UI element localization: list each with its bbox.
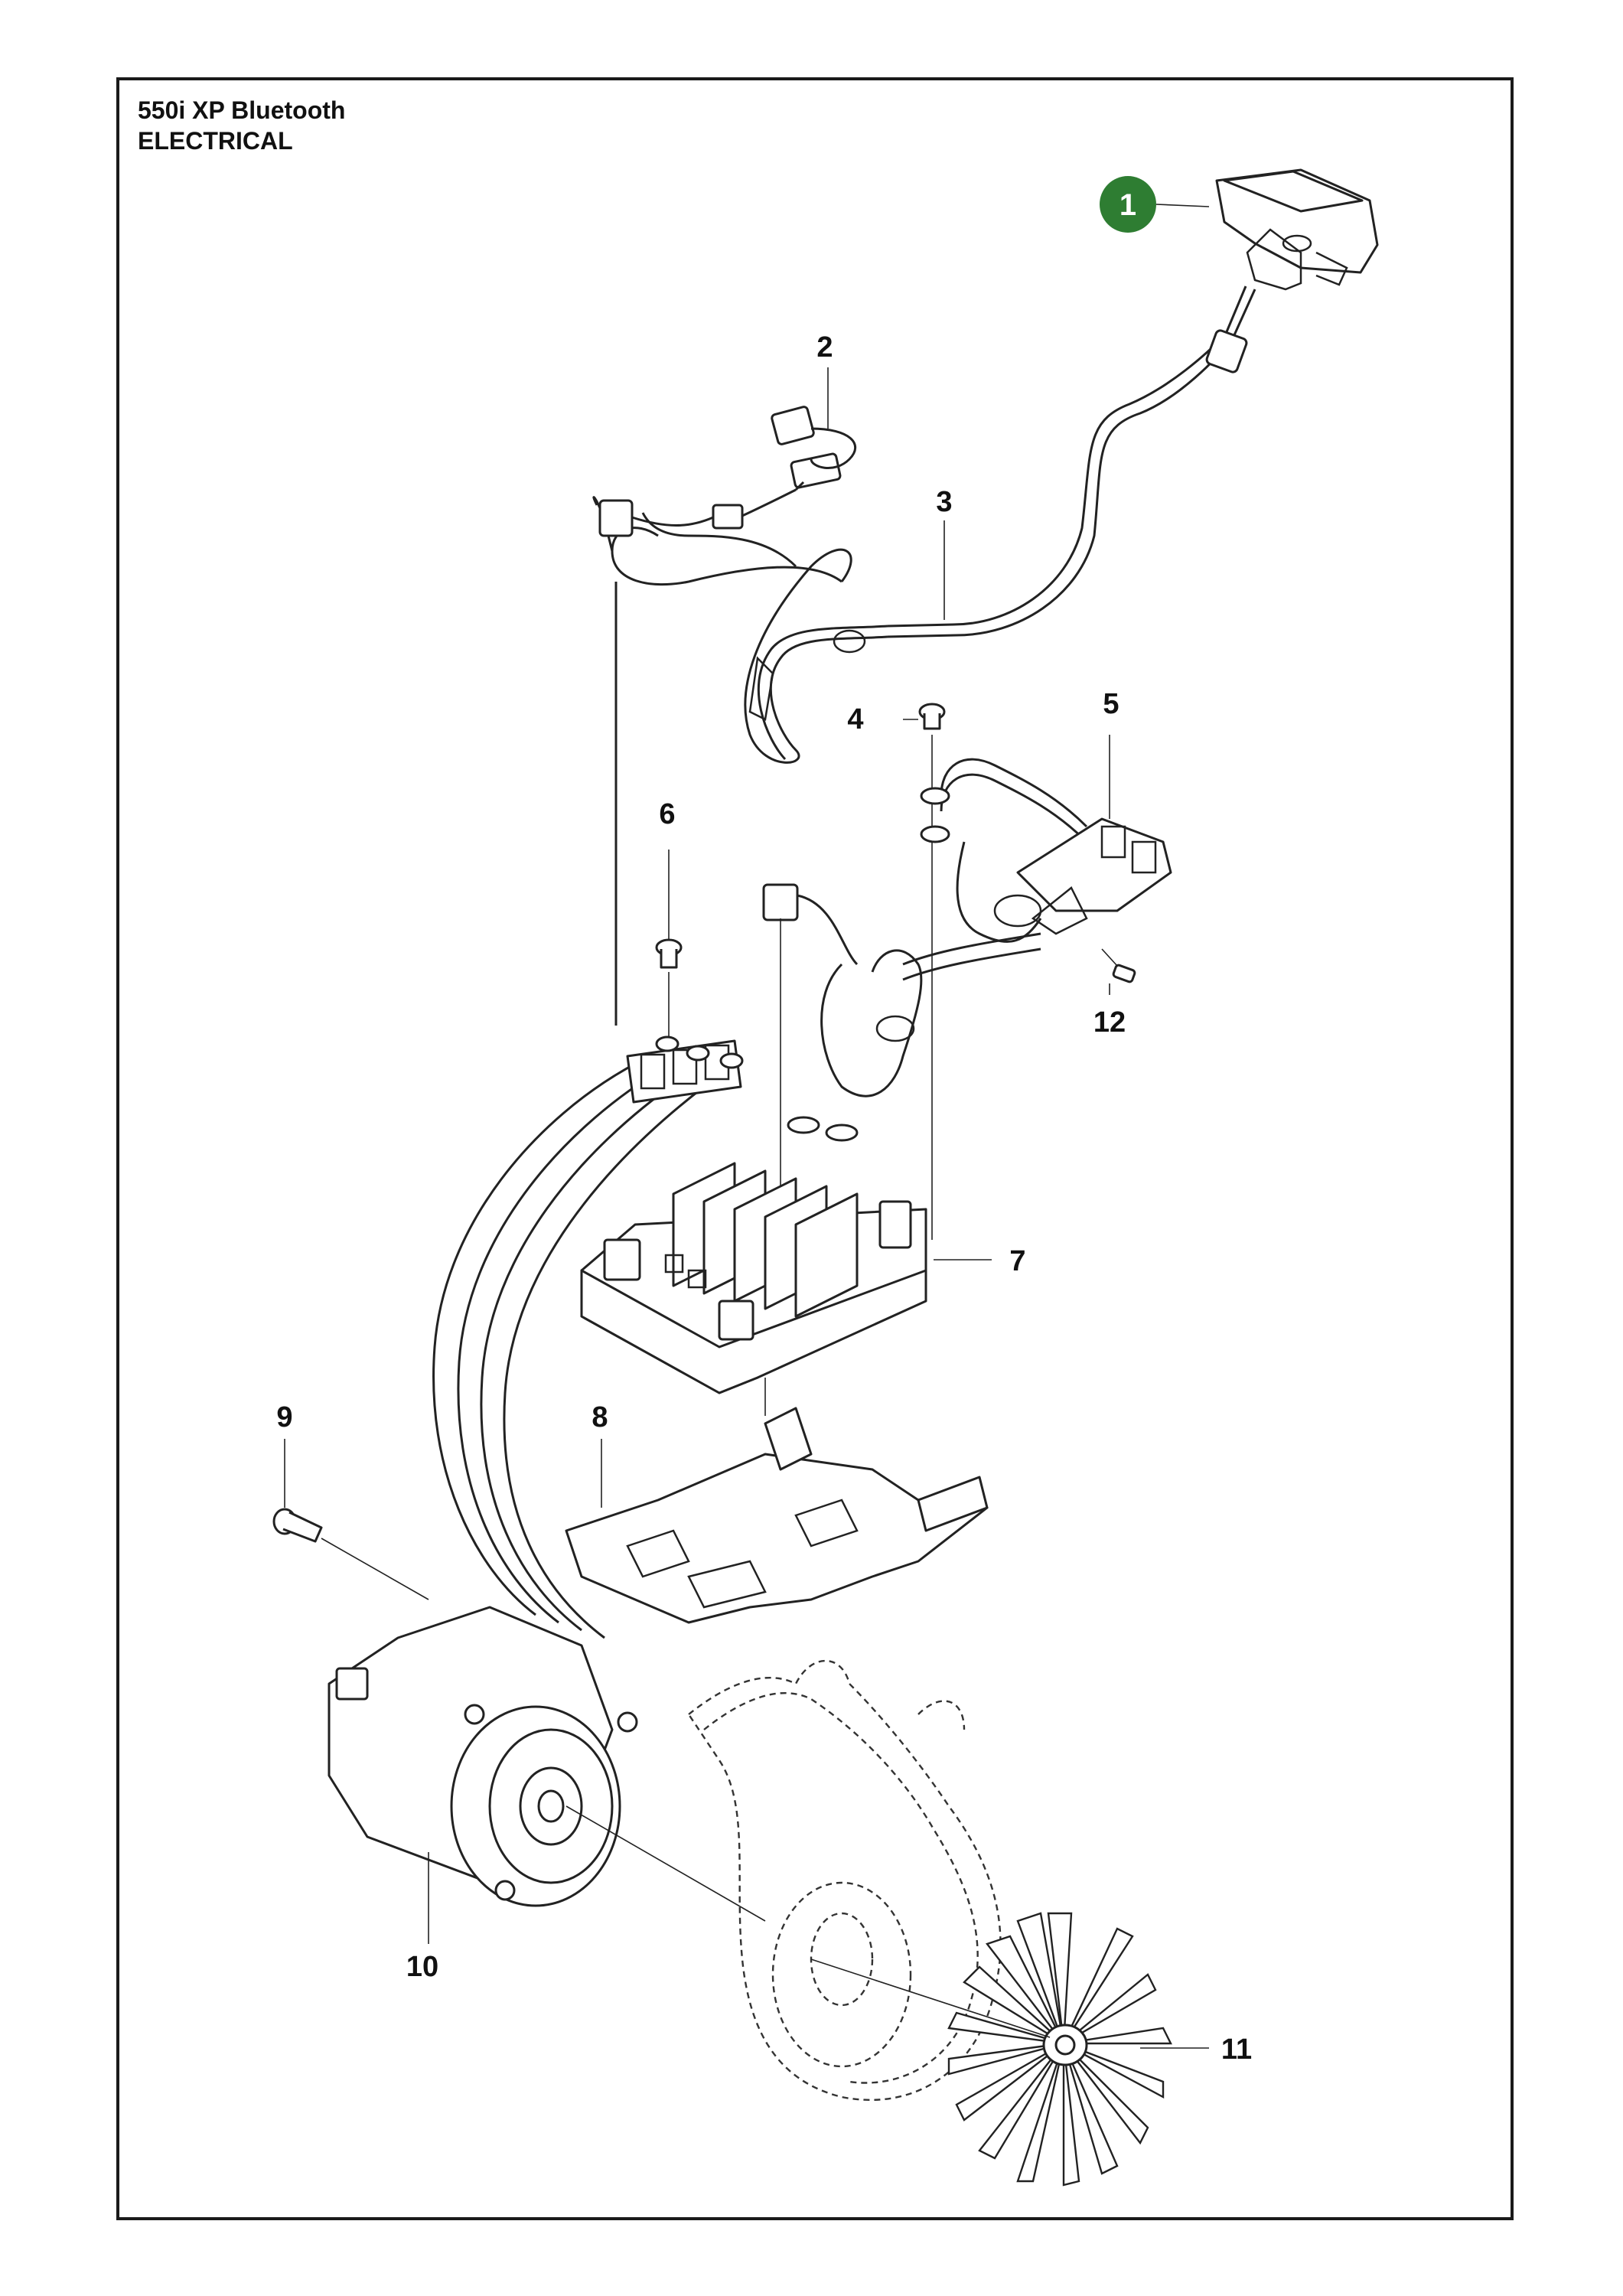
leader-1 [1155,204,1210,207]
callout-4: 4 [847,703,863,735]
badge-circle [1100,176,1156,233]
section-title: ELECTRICAL [138,127,293,155]
diagram-frame [116,77,1514,2220]
callout-9: 9 [276,1401,292,1433]
heatsink-fins [672,1162,859,1318]
callout-3: 3 [936,486,952,518]
part-4-screw [903,703,946,1240]
part-3-wire-harness [592,285,1256,1026]
callout-12: 12 [1093,1006,1126,1039]
part-9-bolt [272,1439,429,1600]
fan-housing-outline [687,1659,1002,2101]
part-12-small-screw [1101,948,1136,995]
callout-10: 10 [406,1951,438,1983]
part-8-controller-holder [565,1407,989,1624]
part-1-switch-module [1215,168,1379,291]
callout-2: 2 [816,331,833,364]
signal-wire-loop [762,883,1041,1240]
model-title: 550i XP Bluetooth [138,96,346,124]
callout-11: 11 [1221,2033,1252,2066]
badge-label: 1 [1119,188,1136,222]
part-10-motor [328,1606,766,1944]
callout-badge: 1 [1100,176,1156,233]
part-11-fan [810,1912,1209,2187]
part-6-screw [655,850,683,1049]
part-7-controller [580,1116,992,1416]
callout-7: 7 [1009,1245,1025,1277]
part-5-power-wires [920,735,1172,943]
motor-phase-wires [432,1035,744,1639]
callout-8: 8 [592,1401,608,1433]
callout-6: 6 [659,798,675,830]
callout-numbers: 2 3 4 5 6 7 8 9 10 11 12 [276,331,1252,2066]
callout-5: 5 [1103,688,1119,720]
part-2-sensor-connector [771,367,857,491]
